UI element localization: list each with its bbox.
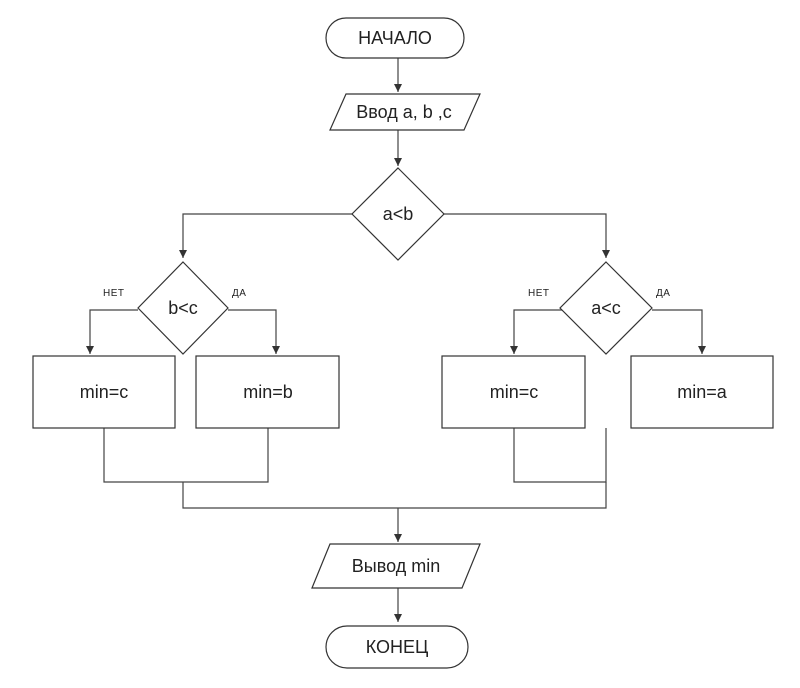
box-right-yes: min=a	[630, 355, 774, 429]
right-yes-label: ДА	[656, 288, 670, 299]
box-left-yes: min=b	[195, 355, 340, 429]
left-yes-label: ДА	[232, 288, 246, 299]
left-no-label: НЕТ	[103, 288, 125, 299]
merge-left	[103, 428, 269, 483]
decision-right-node: a<c	[559, 261, 653, 355]
arrow-left-yes	[228, 309, 280, 354]
input-node: Ввод a, b ,c	[329, 93, 481, 131]
arrow-right-yes	[652, 309, 706, 354]
merge-main	[182, 482, 607, 509]
arrow-right-no	[510, 309, 562, 354]
box-right-no: min=c	[441, 355, 586, 429]
input-label: Ввод a, b ,c	[356, 102, 452, 122]
decision-main-label: a<b	[383, 204, 414, 224]
end-label: КОНЕЦ	[366, 637, 429, 657]
output-node: Вывод min	[311, 543, 481, 589]
merge-right	[513, 428, 607, 483]
arrow-left-no	[86, 309, 138, 354]
box-left-no-label: min=c	[80, 382, 129, 402]
decision-main-node: a<b	[351, 167, 445, 261]
arrow-decision-to-right	[444, 213, 610, 258]
box-left-no: min=c	[32, 355, 176, 429]
box-right-no-label: min=c	[490, 382, 539, 402]
decision-left-label: b<c	[168, 298, 198, 318]
output-label: Вывод min	[352, 556, 440, 576]
start-node: НАЧАЛО	[325, 17, 465, 59]
decision-left-node: b<c	[137, 261, 229, 355]
connectors	[86, 58, 706, 622]
end-node: КОНЕЦ	[325, 625, 469, 669]
box-right-yes-label: min=a	[677, 382, 728, 402]
start-label: НАЧАЛО	[358, 28, 432, 48]
right-no-label: НЕТ	[528, 288, 550, 299]
arrow-decision-to-left	[179, 213, 352, 258]
box-left-yes-label: min=b	[243, 382, 293, 402]
decision-right-label: a<c	[591, 298, 621, 318]
